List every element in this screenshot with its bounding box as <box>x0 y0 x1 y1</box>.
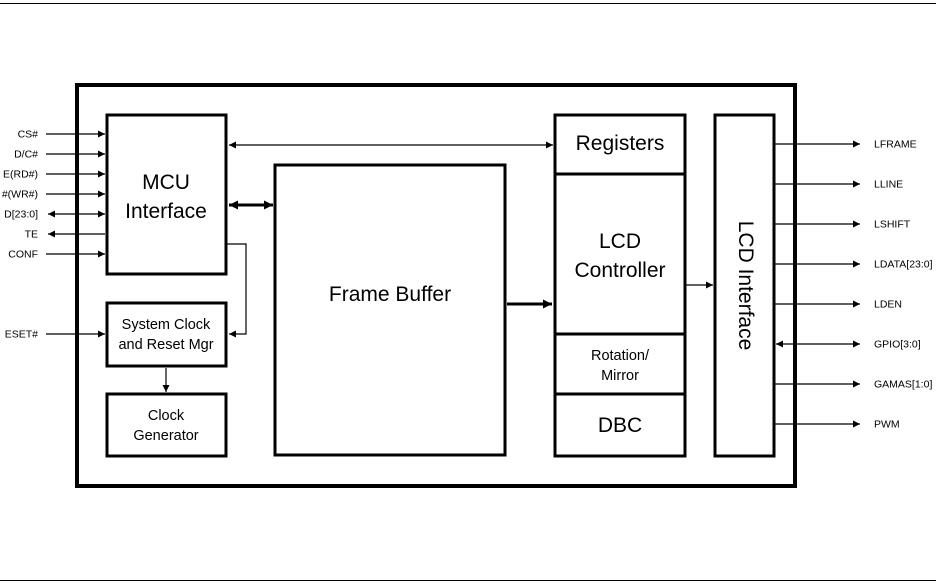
mcu-sysclock-connector <box>226 243 247 338</box>
system-clock-label-1: System Clock <box>122 317 211 333</box>
gpio-signal-label: GPIO[3:0] <box>874 339 921 351</box>
clock-generator-label-2: Generator <box>133 428 198 444</box>
rotation-mirror-label-1: Rotation/ <box>591 348 650 364</box>
lline-signal-label: LLINE <box>874 179 903 191</box>
lcd-controller-label-1: LCD <box>599 230 641 253</box>
ldata-signal-label: LDATA[23:0] <box>874 259 933 271</box>
rotation-mirror-label-2: Mirror <box>601 368 639 384</box>
dc-signal-label: D/C# <box>14 149 38 161</box>
lshift-signal-label: LSHIFT <box>874 219 911 231</box>
conf-signal-label: CONF <box>8 249 38 261</box>
registers-label: Registers <box>576 132 665 155</box>
pwm-signal-label: PWM <box>874 419 900 431</box>
gamas-signal-label: GAMAS[1:0] <box>874 379 932 391</box>
frame-buffer-label: Frame Buffer <box>329 283 451 306</box>
rd-signal-label: E(RD#) <box>3 169 38 181</box>
clock-generator-label-1: Clock <box>148 408 185 424</box>
system-clock-label-2: and Reset Mgr <box>118 337 213 353</box>
clock-generator-block <box>105 392 228 458</box>
dbc-label: DBC <box>598 414 642 437</box>
te-signal-label: TE <box>25 229 38 241</box>
chip-boundary <box>75 83 797 488</box>
lcd-interface-block <box>713 113 776 458</box>
lframe-signal-label: LFRAME <box>874 139 917 151</box>
mcu-interface-block <box>105 113 228 276</box>
reset-signal-label: ESET# <box>5 329 38 341</box>
cs-signal-label: CS# <box>18 129 39 141</box>
frame-buffer-block <box>273 163 507 457</box>
lden-signal-label: LDEN <box>874 299 902 311</box>
system-clock-block <box>105 301 228 368</box>
controller-stack <box>553 113 687 458</box>
lcd-interface-label: LCD Interface <box>734 221 757 351</box>
wr-signal-label: #(WR#) <box>2 189 38 201</box>
data-bus-signal-label: D[23:0] <box>4 209 38 221</box>
mcu-interface-label-2: Interface <box>125 200 207 223</box>
lcd-controller-label-2: Controller <box>574 259 665 282</box>
mcu-interface-label-1: MCU <box>142 171 190 194</box>
